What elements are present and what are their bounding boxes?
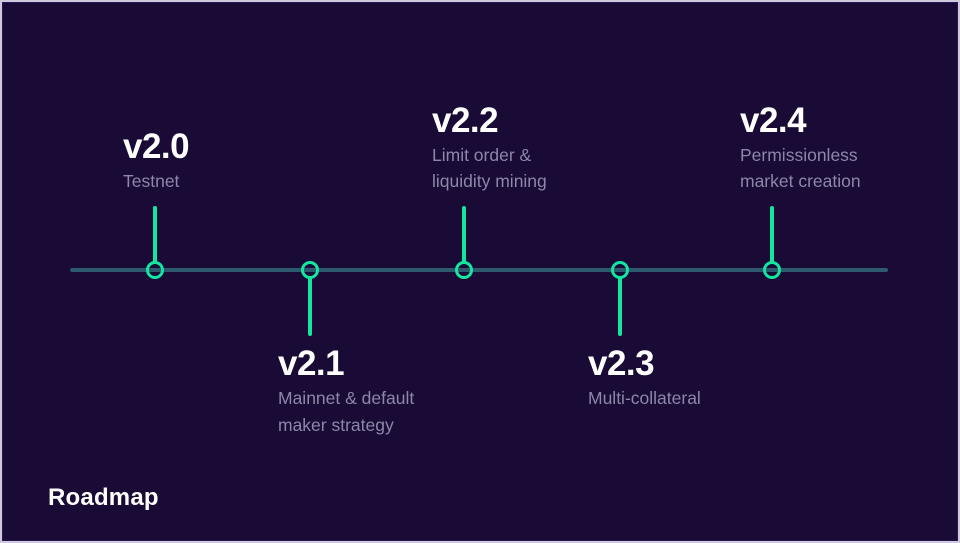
milestone-description: Limit order & liquidity mining <box>432 142 692 195</box>
milestone-stem <box>153 206 157 264</box>
milestone-description-line: Multi-collateral <box>588 388 701 409</box>
milestone-description-line: Permissionless <box>740 144 858 165</box>
milestone-version: v2.3 <box>588 344 655 383</box>
milestone-description-line: market creation <box>740 171 861 192</box>
milestone-version: v2.0 <box>123 127 190 167</box>
milestone-description-line: maker strategy <box>278 414 394 435</box>
milestone-stem <box>462 206 466 264</box>
milestone-description-line: Testnet <box>123 171 180 192</box>
milestone-description-line: liquidity mining <box>432 171 547 192</box>
milestone-node-icon[interactable] <box>611 261 629 279</box>
milestone-node-icon[interactable] <box>301 261 319 279</box>
milestone-description: Testnet <box>123 168 383 195</box>
milestone-node-icon[interactable] <box>455 261 473 279</box>
milestone-stem <box>308 276 312 336</box>
milestone-node-icon[interactable] <box>763 261 781 279</box>
milestone-node-icon[interactable] <box>146 261 164 279</box>
milestone-version: v2.1 <box>278 344 345 383</box>
milestone-version: v2.2 <box>432 100 499 140</box>
milestone-stem <box>618 276 622 336</box>
timeline-axis <box>70 268 888 272</box>
milestone-stem <box>770 206 774 264</box>
milestone-version: v2.4 <box>740 100 807 140</box>
milestone-description-line: Limit order & <box>432 144 532 165</box>
page-title: Roadmap <box>48 484 159 511</box>
milestone-description: Multi-collateral <box>588 385 848 412</box>
milestone-description: Permissionless market creation <box>740 142 960 195</box>
milestone-description: Mainnet & default maker strategy <box>278 385 538 438</box>
milestone-description-line: Mainnet & default <box>278 388 415 409</box>
